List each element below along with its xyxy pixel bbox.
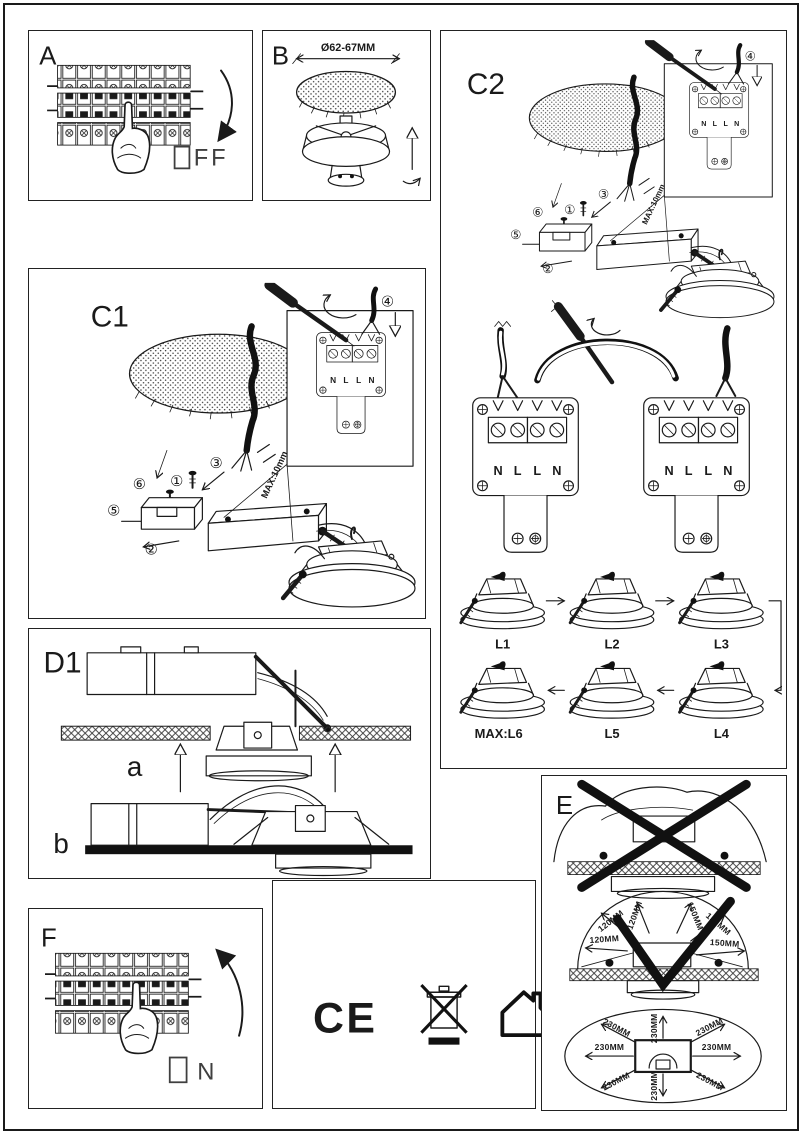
panel-e: E	[541, 775, 787, 1111]
lamp-label: MAX:L6	[475, 726, 523, 741]
off-label: FF	[173, 145, 229, 171]
svg-text:N: N	[197, 1058, 217, 1085]
turn-off-arrow	[217, 69, 237, 143]
panel-a-label: A	[39, 43, 57, 71]
panel-c1: C1	[28, 268, 426, 619]
lamp-label: L3	[714, 637, 729, 652]
daisy-chain-scene: L1 L2 L3 L4 L5 MAX:L6	[459, 570, 781, 741]
through-wiring-scene	[472, 300, 750, 553]
panel-e-label: E	[556, 792, 573, 820]
panel-b-label: B	[272, 43, 289, 71]
panel-c2-drawing: C2	[459, 31, 786, 741]
lamp-label: L2	[604, 637, 619, 652]
check-mark-icon	[612, 896, 735, 993]
panel-c1-label: C1	[91, 301, 129, 334]
clearance-label: 150MM	[710, 937, 740, 949]
lamp-label: L4	[714, 726, 730, 741]
turn-on-arrow	[215, 948, 244, 1037]
certification-icons: CE	[313, 984, 550, 1045]
flush-scene-b: b	[53, 785, 413, 877]
panel-c2: C2	[440, 30, 787, 769]
panel-b: B Ø62-67MM	[262, 30, 431, 201]
prohibited-cross-icon	[577, 779, 751, 892]
ceiling-hole	[295, 70, 397, 120]
panel-f: F N	[28, 908, 263, 1109]
panel-d1-drawing: D1 a	[43, 646, 413, 877]
lamp-label: L1	[495, 637, 510, 652]
clearance-dome-scene: 120MM 120MM 120MM 150MM 150MM 150MM	[569, 890, 759, 1000]
panel-f-label: F	[41, 925, 57, 953]
clearance-label: 120MM	[589, 933, 619, 945]
panel-d1-label: D1	[43, 647, 81, 680]
clearance-label: 150MM	[685, 901, 705, 932]
step-a-label: a	[127, 751, 143, 782]
clearance-label: 230MM	[601, 1016, 632, 1039]
no-insulation-scene	[553, 779, 767, 899]
clearance-label: 230MM	[702, 1042, 732, 1052]
clearance-label: 230MM	[595, 1042, 625, 1052]
clearance-top-view-scene: 230MM 230MM 230MM 230MM 230MM 230MM 230M…	[564, 1008, 762, 1104]
lamp-label: L5	[604, 726, 619, 741]
panel-e-drawing: E	[553, 779, 767, 1104]
panel-c1-drawing: C1	[91, 269, 425, 618]
clearance-label: 230MM	[601, 1070, 632, 1093]
hole-dimension-label: Ø62-67MM	[321, 42, 375, 54]
ce-mark-icon: CE	[313, 995, 377, 1043]
panel-f-drawing: F N	[41, 925, 244, 1085]
panel-a: A FF	[28, 30, 253, 201]
clearance-label: 230MM	[649, 1014, 659, 1044]
panel-b-drawing: B Ø62-67MM	[272, 42, 430, 187]
svg-text:FF: FF	[194, 145, 229, 171]
info-box: CE Article No: 95917 95918 95962 EU-EGLO…	[272, 880, 550, 1109]
on-label: N	[168, 1056, 217, 1085]
clearance-label: 230MM	[695, 1070, 726, 1093]
weee-bin-icon	[420, 984, 468, 1045]
insert-scene-a: a	[60, 646, 412, 793]
panel-c2-label: C2	[467, 68, 505, 101]
panel-a-drawing: A FF	[39, 43, 237, 175]
step-b-label: b	[53, 828, 68, 859]
spotlight-rear-view	[301, 115, 391, 187]
clearance-label: 230MM	[649, 1071, 659, 1101]
panel-d1: D1 a	[28, 628, 431, 879]
